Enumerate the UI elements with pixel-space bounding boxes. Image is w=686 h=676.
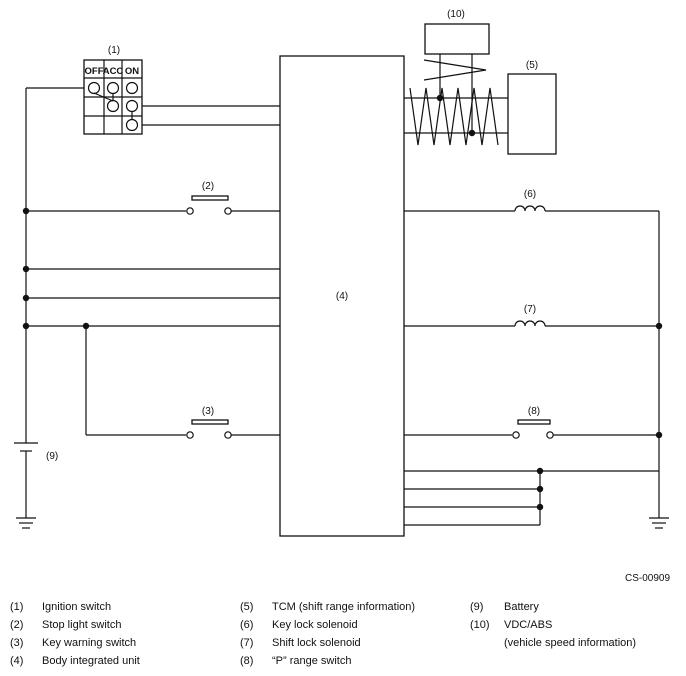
body-integrated-unit xyxy=(279,55,405,537)
p-range-switch xyxy=(517,419,551,425)
ignition-switch: OFF ACC ON xyxy=(83,59,143,135)
legend-item: (5) TCM (shift range information) xyxy=(240,598,415,616)
tcm-unit xyxy=(507,73,557,155)
ignition-col-acc: ACC xyxy=(103,66,124,77)
legend-num: (3) xyxy=(10,637,24,649)
legend-item: (1) Ignition switch xyxy=(10,598,140,616)
key-lock-solenoid-label: (6) xyxy=(524,189,536,200)
wiring-diagram: (1) OFF ACC ON (9) (4) xyxy=(14,9,669,537)
legend-column-2: (5) TCM (shift range information) (6) Key … xyxy=(240,598,415,670)
legend-item: (2) Stop light switch xyxy=(10,616,140,634)
key-warning-switch-label: (3) xyxy=(202,406,214,417)
legend-item: (7) Shift lock solenoid xyxy=(240,634,415,652)
legend-column-3: (9) Battery (10) VDC/ABS (vehicle speed in… xyxy=(470,598,636,652)
legend-text: Ignition switch xyxy=(42,601,112,613)
legend-num: (9) xyxy=(470,601,484,613)
legend-column-1: (1)Ignition switch (2)Stop light switch … xyxy=(10,598,140,670)
legend-num: (8) xyxy=(240,655,254,667)
legend-item: (8) “P” range switch xyxy=(240,652,415,670)
legend-num: (10) xyxy=(470,619,490,631)
legend-num: (7) xyxy=(240,637,254,649)
key-lock-solenoid xyxy=(514,205,546,212)
ignition-col-off: OFF xyxy=(85,66,104,77)
vdc-abs-label: (10) xyxy=(447,9,465,20)
ignition-col-on: ON xyxy=(125,66,139,77)
legend-text: TCM (shift range information) xyxy=(272,601,416,613)
battery xyxy=(14,442,38,529)
legend-item: (3) Key warning switch xyxy=(10,634,140,652)
legend-item: (9) Battery xyxy=(470,598,636,616)
legend-num xyxy=(470,634,504,652)
legend-text: Battery xyxy=(504,601,539,613)
legend-text: Shift lock solenoid xyxy=(272,637,361,649)
shift-lock-solenoid-label: (7) xyxy=(524,304,536,315)
legend-text: (vehicle speed information) xyxy=(504,637,637,649)
legend-item: (4) Body integrated unit xyxy=(10,652,140,670)
legend-num: (5) xyxy=(240,601,254,613)
legend-text: Body integrated unit xyxy=(42,655,140,667)
twisted-pair-lines xyxy=(404,54,508,146)
legend-item: (10) VDC/ABS xyxy=(470,616,636,634)
battery-label: (9) xyxy=(46,451,58,462)
legend-num: (1) xyxy=(10,601,24,613)
shift-lock-solenoid xyxy=(514,320,546,327)
legend-text: VDC/ABS xyxy=(504,619,553,631)
legend-item: (vehicle speed information) xyxy=(470,634,636,652)
stop-light-switch-label: (2) xyxy=(202,181,214,192)
body-unit-label: (4) xyxy=(336,291,348,302)
legend-num: (6) xyxy=(240,619,254,631)
diagram-code: CS-00909 xyxy=(625,573,671,584)
legend-text: Stop light switch xyxy=(42,619,122,631)
ignition-switch-label: (1) xyxy=(108,45,120,56)
tcm-label: (5) xyxy=(526,60,538,71)
key-warning-switch xyxy=(191,419,229,425)
legend-text: “P” range switch xyxy=(272,655,352,667)
ground-right xyxy=(649,517,669,529)
legend-text: Key warning switch xyxy=(42,637,137,649)
vdc-abs-unit xyxy=(424,23,490,55)
p-range-switch-label: (8) xyxy=(528,406,540,417)
legend-num: (2) xyxy=(10,619,24,631)
legend-text: Key lock solenoid xyxy=(272,619,358,631)
legend-num: (4) xyxy=(10,655,24,667)
legend-item: (6) Key lock solenoid xyxy=(240,616,415,634)
